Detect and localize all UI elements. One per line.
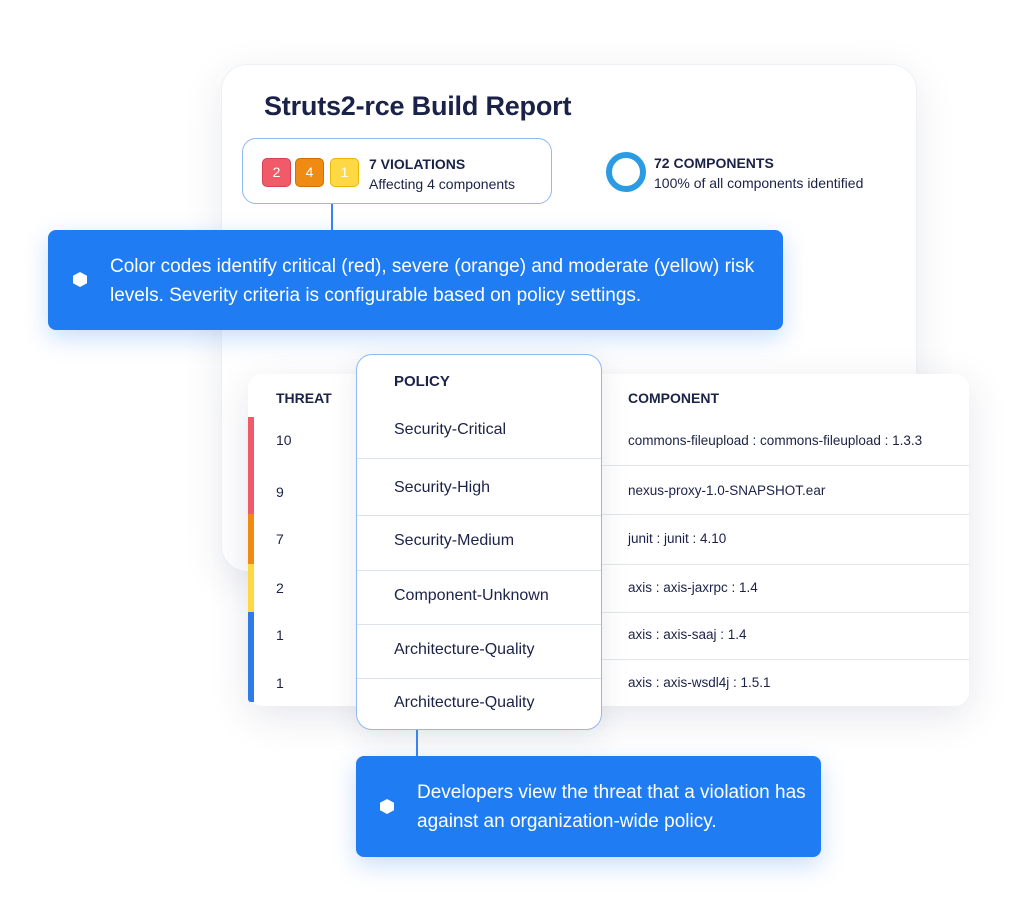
violations-subtitle: Affecting 4 components	[369, 176, 516, 192]
risk-bar-moderate	[248, 564, 254, 612]
component-value[interactable]: axis : axis-wsdl4j : 1.5.1	[628, 675, 771, 690]
component-value[interactable]: axis : axis-saaj : 1.4	[628, 627, 747, 642]
callout-connector	[331, 204, 333, 231]
threat-value: 1	[276, 675, 284, 691]
severity-callout: Color codes identify critical (red), sev…	[48, 230, 783, 330]
risk-bar-low	[248, 612, 254, 702]
row-divider	[602, 564, 969, 565]
threat-value: 2	[276, 580, 284, 596]
component-column-header: COMPONENT	[628, 390, 719, 406]
threat-value: 9	[276, 484, 284, 500]
policy-value[interactable]: Architecture-Quality	[394, 641, 535, 658]
row-divider	[357, 458, 601, 459]
row-divider	[602, 659, 969, 660]
policy-value[interactable]: Component-Unknown	[394, 587, 549, 604]
threat-value: 1	[276, 627, 284, 643]
row-divider	[357, 515, 601, 516]
hexagon-bullet-icon	[73, 272, 87, 287]
severity-callout-text: Color codes identify critical (red), sev…	[110, 256, 755, 306]
components-count: 72 COMPONENTS	[654, 155, 774, 171]
component-value[interactable]: axis : axis-jaxrpc : 1.4	[628, 580, 758, 595]
critical-count-badge: 2	[262, 158, 291, 187]
policy-column-header: POLICY	[394, 373, 450, 390]
policy-value[interactable]: Security-High	[394, 479, 491, 496]
risk-bar-severe	[248, 514, 254, 564]
report-title: Struts2-rce Build Report	[264, 91, 572, 121]
row-divider	[357, 624, 601, 625]
component-value[interactable]: junit : junit : 4.10	[628, 531, 727, 546]
components-subtitle: 100% of all components identified	[654, 175, 864, 191]
row-divider	[602, 612, 969, 613]
callout-connector	[416, 730, 418, 757]
row-divider	[357, 570, 601, 571]
policy-value[interactable]: Security-Critical	[394, 421, 507, 438]
row-divider	[357, 678, 601, 679]
threat-value: 10	[276, 432, 292, 448]
row-divider	[602, 514, 969, 515]
moderate-count-badge: 1	[330, 158, 359, 187]
threat-value: 7	[276, 531, 284, 547]
policy-value[interactable]: Security-Medium	[394, 532, 515, 549]
component-value[interactable]: commons-fileupload : commons-fileupload …	[628, 433, 923, 448]
threat-callout-text: Developers view the threat that a violat…	[417, 782, 806, 832]
policy-value[interactable]: Architecture-Quality	[394, 694, 535, 711]
policy-column-card: POLICY Security-Critical Security-High S…	[356, 354, 602, 730]
risk-bar-critical	[248, 417, 254, 514]
components-ring-icon	[606, 152, 646, 192]
violations-count: 7 VIOLATIONS	[369, 156, 466, 172]
threat-callout: Developers view the threat that a violat…	[356, 756, 821, 857]
severe-count-badge: 4	[295, 158, 324, 187]
violations-summary[interactable]: 2 4 1 7 VIOLATIONS Affecting 4 component…	[242, 138, 552, 204]
threat-column-header: THREAT	[276, 390, 332, 406]
hexagon-bullet-icon	[380, 799, 394, 814]
component-value[interactable]: nexus-proxy-1.0-SNAPSHOT.ear	[628, 483, 826, 498]
row-divider	[602, 465, 969, 466]
